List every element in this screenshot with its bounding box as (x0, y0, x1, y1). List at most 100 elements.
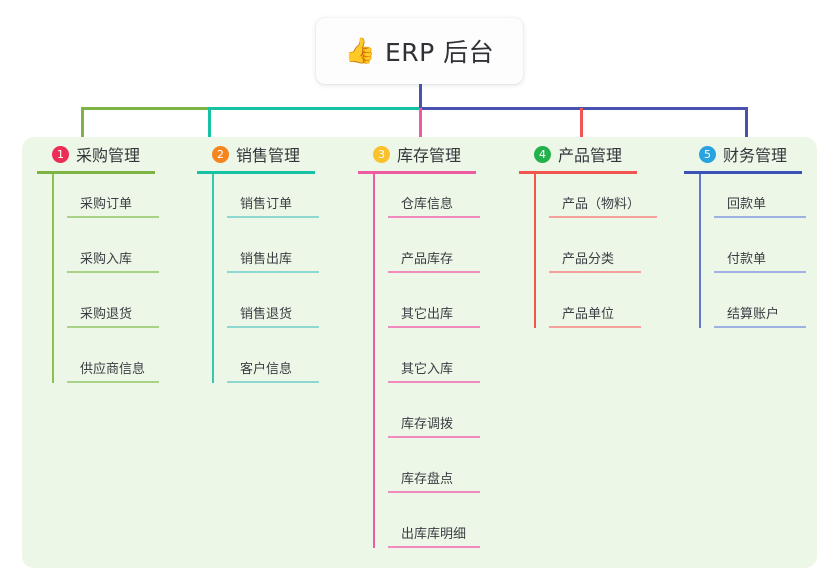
leaf-item[interactable]: 客户信息 (212, 339, 347, 394)
leaf-item[interactable]: 库存调拨 (373, 394, 508, 449)
leaf-item[interactable]: 采购退货 (52, 284, 187, 339)
bus-segment-blue (419, 107, 748, 110)
branch-spine (212, 174, 214, 383)
branch-title: 财务管理 (723, 146, 788, 165)
branch-number-badge: 5 (699, 145, 716, 163)
drop-connector-3 (419, 108, 422, 140)
root-stem-connector (419, 84, 422, 109)
leaf-item-label: 产品单位 (562, 307, 615, 322)
leaf-item[interactable]: 回款单 (699, 174, 834, 229)
leaf-item-label: 客户信息 (240, 362, 293, 377)
leaf-item-underline (549, 326, 641, 328)
root-node-title: ERP 后台 (384, 38, 495, 67)
leaf-item-label: 采购退货 (80, 307, 133, 322)
leaf-item-underline (388, 326, 480, 328)
drop-connector-1 (81, 108, 84, 140)
leaf-item-underline (227, 271, 319, 273)
branch-leaf-list: 回款单付款单结算账户 (684, 174, 834, 339)
branch-spine (699, 174, 701, 328)
leaf-item[interactable]: 采购订单 (52, 174, 187, 229)
branch-title: 库存管理 (397, 146, 462, 165)
branch-column-3: 3 库存管理仓库信息产品库存其它出库其它入库库存调拨库存盘点出库库明细 (358, 137, 508, 559)
leaf-item-underline (388, 436, 480, 438)
leaf-item[interactable]: 仓库信息 (373, 174, 508, 229)
leaf-item-label: 销售出库 (240, 252, 293, 267)
branch-number-badge: 3 (373, 145, 390, 163)
branch-number-badge: 1 (52, 145, 69, 163)
leaf-item-label: 仓库信息 (401, 197, 454, 212)
branch-number-badge: 2 (212, 145, 229, 163)
leaf-item-underline (388, 271, 480, 273)
branch-leaf-list: 销售订单销售出库销售退货客户信息 (197, 174, 347, 394)
leaf-item-underline (388, 381, 480, 383)
branch-spine (534, 174, 536, 328)
leaf-item[interactable]: 产品单位 (534, 284, 679, 339)
leaf-item[interactable]: 其它入库 (373, 339, 508, 394)
branch-title: 采购管理 (76, 146, 141, 165)
leaf-item[interactable]: 库存盘点 (373, 449, 508, 504)
leaf-item[interactable]: 出库库明细 (373, 504, 508, 559)
leaf-item-label: 其它出库 (401, 307, 454, 322)
leaf-item-underline (67, 326, 159, 328)
leaf-item[interactable]: 结算账户 (699, 284, 834, 339)
branch-spine (52, 174, 54, 383)
leaf-item-label: 销售订单 (240, 197, 293, 212)
leaf-item-underline (714, 326, 806, 328)
leaf-item[interactable]: 产品分类 (534, 229, 679, 284)
leaf-item-label: 采购订单 (80, 197, 133, 212)
branch-header-1[interactable]: 1 采购管理 (37, 137, 187, 171)
leaf-item-label: 结算账户 (727, 307, 780, 322)
leaf-item[interactable]: 采购入库 (52, 229, 187, 284)
leaf-item-underline (227, 381, 319, 383)
leaf-item-underline (388, 491, 480, 493)
root-node-card[interactable]: 👍 ERP 后台 (316, 18, 523, 84)
leaf-item-label: 产品库存 (401, 252, 454, 267)
branch-column-1: 1 采购管理采购订单采购入库采购退货供应商信息 (37, 137, 187, 394)
branch-underline (684, 171, 802, 174)
drop-connector-4 (580, 108, 583, 140)
leaf-item-underline (388, 216, 480, 218)
leaf-item[interactable]: 付款单 (699, 229, 834, 284)
leaf-item[interactable]: 产品（物料） (534, 174, 679, 229)
leaf-item-underline (388, 546, 480, 548)
leaf-item-label: 出库库明细 (401, 527, 467, 542)
leaf-item-label: 采购入库 (80, 252, 133, 267)
leaf-item-underline (714, 216, 806, 218)
drop-connector-2 (208, 108, 211, 140)
leaf-item[interactable]: 销售出库 (212, 229, 347, 284)
leaf-item[interactable]: 产品库存 (373, 229, 508, 284)
thumbs-up-icon: 👍 (344, 36, 376, 65)
leaf-item-label: 付款单 (727, 252, 767, 267)
leaf-item-underline (549, 271, 641, 273)
leaf-item-label: 销售退货 (240, 307, 293, 322)
branch-underline (197, 171, 315, 174)
leaf-item-label: 库存盘点 (401, 472, 454, 487)
leaf-item-label: 回款单 (727, 197, 767, 212)
branch-underline (519, 171, 637, 174)
branch-leaf-list: 仓库信息产品库存其它出库其它入库库存调拨库存盘点出库库明细 (358, 174, 508, 559)
branch-leaf-list: 采购订单采购入库采购退货供应商信息 (37, 174, 187, 394)
leaf-item-underline (549, 216, 657, 218)
leaf-item-underline (67, 381, 159, 383)
leaf-item[interactable]: 销售订单 (212, 174, 347, 229)
leaf-item[interactable]: 销售退货 (212, 284, 347, 339)
branch-column-5: 5 财务管理回款单付款单结算账户 (684, 137, 834, 339)
leaf-item-label: 产品分类 (562, 252, 615, 267)
leaf-item-underline (227, 326, 319, 328)
branch-spine (373, 174, 375, 548)
branch-title: 产品管理 (558, 146, 623, 165)
leaf-item-underline (714, 271, 806, 273)
leaf-item-underline (227, 216, 319, 218)
branch-header-5[interactable]: 5 财务管理 (684, 137, 834, 171)
branch-header-3[interactable]: 3 库存管理 (358, 137, 508, 171)
leaf-item[interactable]: 其它出库 (373, 284, 508, 339)
drop-connector-5 (745, 108, 748, 140)
leaf-item[interactable]: 供应商信息 (52, 339, 187, 394)
branch-leaf-list: 产品（物料） 产品分类产品单位 (519, 174, 679, 339)
bus-segment-teal (208, 107, 419, 110)
